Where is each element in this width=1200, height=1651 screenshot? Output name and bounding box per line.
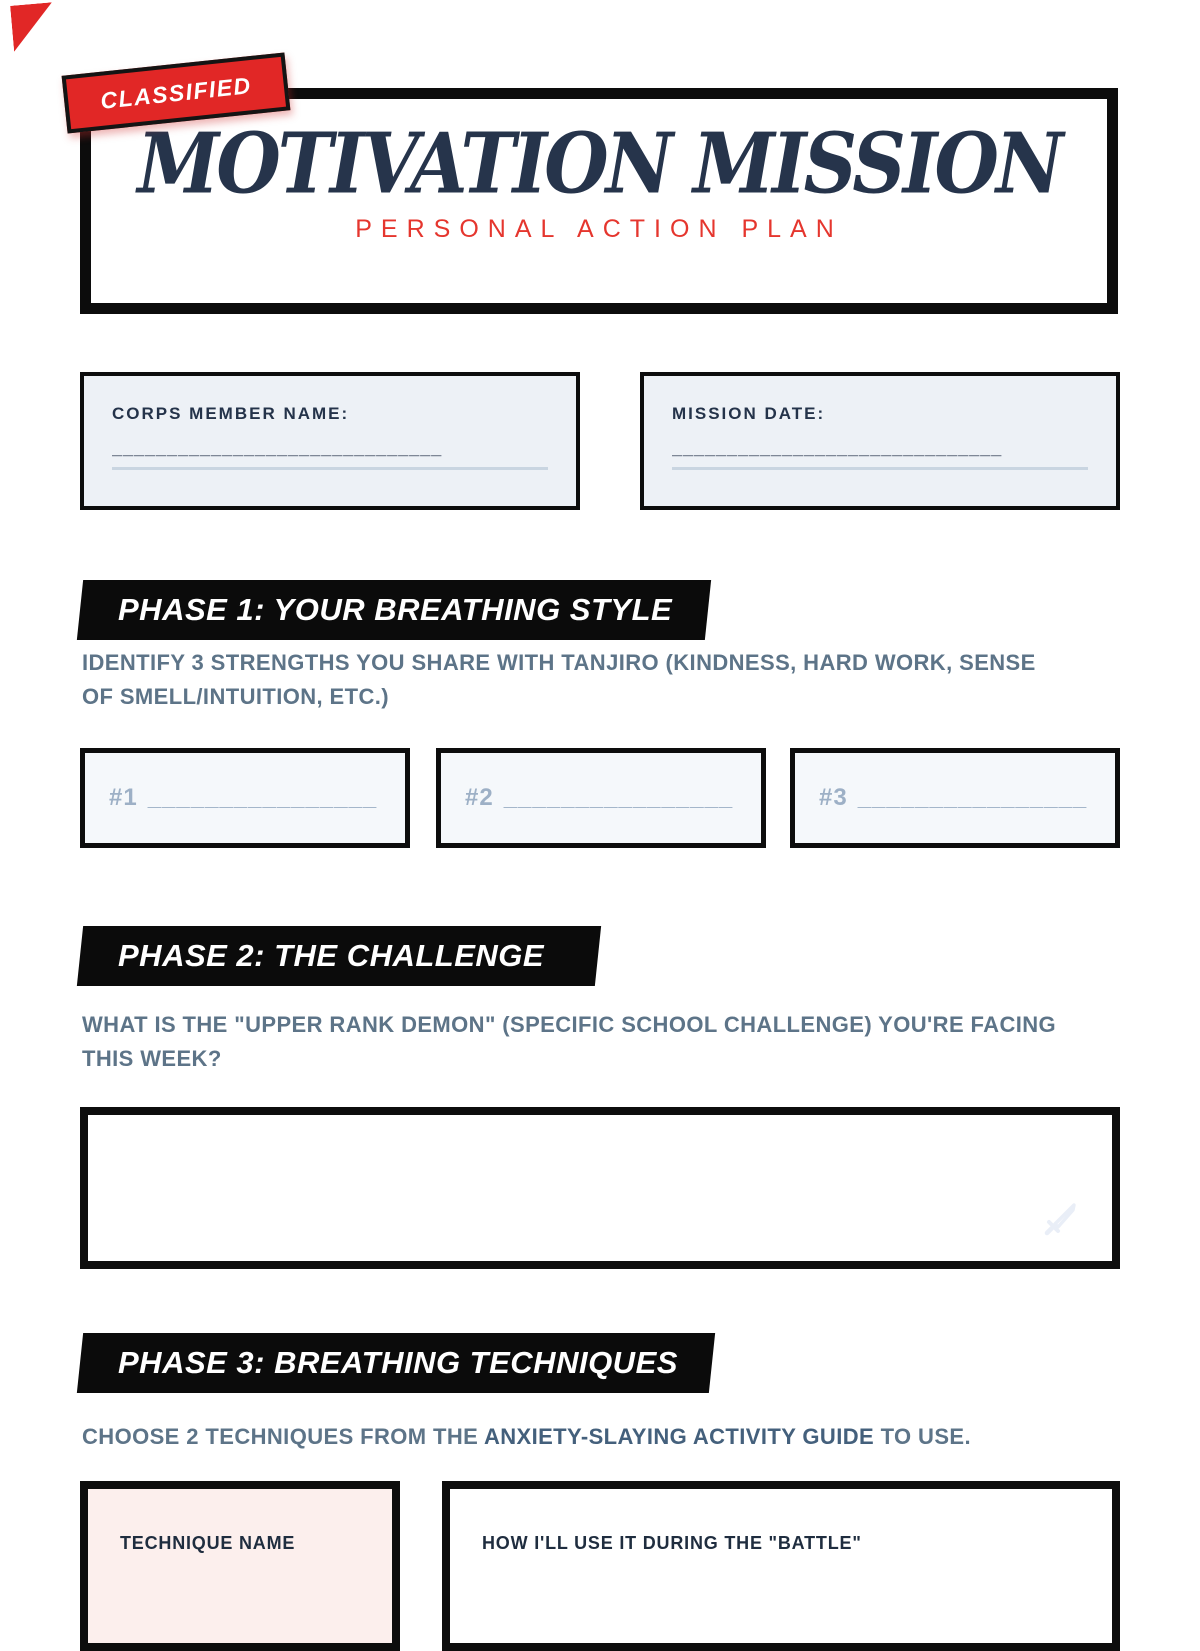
header-box: MOTIVATION MISSION PERSONAL ACTION PLAN — [80, 88, 1118, 314]
mission-date-field: MISSION DATE: __________________________… — [640, 372, 1120, 510]
technique-usage-header: HOW I'LL USE IT DURING THE "BATTLE" — [482, 1533, 862, 1553]
strength-1-text: #1 ________________ — [109, 784, 377, 812]
strength-3-blank: ________________ — [857, 784, 1088, 811]
phase2-prompt: WHAT IS THE "UPPER RANK DEMON" (SPECIFIC… — [82, 1012, 1057, 1071]
page-subtitle: PERSONAL ACTION PLAN — [355, 215, 843, 243]
corps-member-name-underline[interactable] — [112, 467, 548, 470]
mission-date-label: MISSION DATE: — [672, 404, 826, 423]
challenge-write-in-box[interactable] — [80, 1107, 1120, 1269]
page-title: MOTIVATION MISSION — [137, 116, 1063, 213]
corps-member-name-blank[interactable]: ______________________________ — [112, 438, 443, 458]
corner-accent — [10, 2, 56, 51]
strength-1-blank: ________________ — [147, 784, 378, 811]
phase3-prompt-guide-name: ANXIETY-SLAYING ACTIVITY GUIDE — [483, 1424, 875, 1449]
phase3-prompt: CHOOSE 2 TECHNIQUES FROM THE ANXIETY-SLA… — [82, 1420, 1122, 1454]
technique-name-cell[interactable]: TECHNIQUE NAME — [80, 1481, 400, 1651]
mission-date-blank[interactable]: ______________________________ — [672, 438, 1003, 458]
corps-member-name-field: CORPS MEMBER NAME: _____________________… — [80, 372, 580, 510]
strength-input-1[interactable]: #1 ________________ — [80, 748, 410, 848]
classified-label: CLASSIFIED — [99, 71, 253, 114]
phase2-banner: PHASE 2: THE CHALLENGE — [76, 926, 602, 986]
phase1-banner-label: PHASE 1: YOUR BREATHING STYLE — [118, 592, 673, 627]
strength-input-3[interactable]: #3 ________________ — [790, 748, 1120, 848]
phase3-prompt-suffix: TO USE. — [874, 1424, 972, 1449]
phase1-banner: PHASE 1: YOUR BREATHING STYLE — [76, 580, 712, 640]
strength-2-text: #2 ________________ — [465, 784, 733, 812]
technique-usage-cell[interactable]: HOW I'LL USE IT DURING THE "BATTLE" — [442, 1481, 1120, 1651]
phase1-prompt: IDENTIFY 3 STRENGTHS YOU SHARE WITH TANJ… — [82, 650, 1036, 709]
phase2-banner-label: PHASE 2: THE CHALLENGE — [118, 938, 545, 973]
phase3-prompt-prefix: CHOOSE 2 TECHNIQUES FROM THE — [82, 1424, 484, 1449]
phase3-banner: PHASE 3: BREATHING TECHNIQUES — [76, 1333, 716, 1393]
strength-input-2[interactable]: #2 ________________ — [436, 748, 766, 848]
phase3-banner-label: PHASE 3: BREATHING TECHNIQUES — [118, 1345, 678, 1380]
strength-2-blank: ________________ — [503, 784, 734, 811]
mission-date-underline[interactable] — [672, 467, 1088, 470]
technique-name-header: TECHNIQUE NAME — [120, 1533, 296, 1553]
strength-3-text: #3 ________________ — [819, 784, 1087, 812]
strength-1-label: #1 — [109, 784, 138, 811]
strength-3-label: #3 — [819, 784, 848, 811]
strength-2-label: #2 — [465, 784, 494, 811]
sword-icon — [1044, 1203, 1076, 1236]
corps-member-name-label: CORPS MEMBER NAME: — [112, 404, 350, 423]
